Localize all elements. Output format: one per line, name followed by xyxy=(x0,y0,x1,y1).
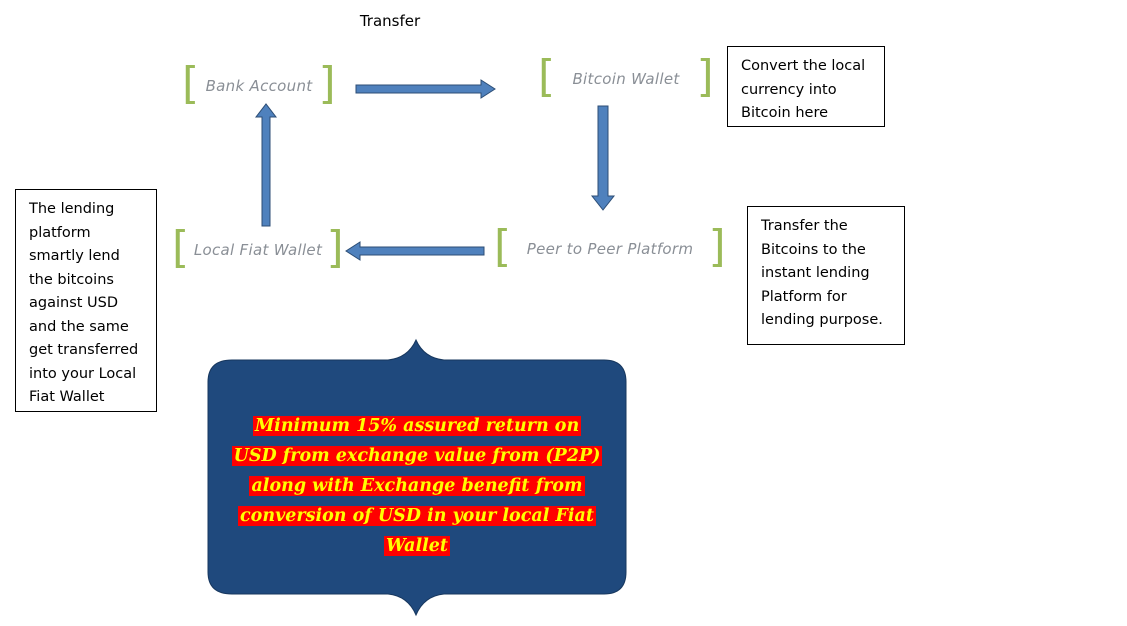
note-transfer-bitcoins: Transfer the Bitcoins to the instant len… xyxy=(747,206,905,345)
node-bitcoin-wallet: [ Bitcoin Wallet ] xyxy=(538,55,714,101)
bracket-right: ] xyxy=(326,222,344,274)
bracket-right: ] xyxy=(696,51,714,103)
note-line: the bitcoins xyxy=(29,271,114,288)
bracket-right: ] xyxy=(708,221,726,273)
note-line: Platform for xyxy=(761,288,847,305)
arrow-bitcoin-to-p2p xyxy=(590,105,616,211)
note-line: lending purpose. xyxy=(761,312,883,328)
node-label: Local Fiat Wallet xyxy=(193,241,323,259)
node-local-fiat-wallet: [ Local Fiat Wallet ] xyxy=(172,226,344,272)
arrow-bank-to-bitcoin xyxy=(355,79,496,99)
note-line: currency into xyxy=(741,81,837,98)
note-line: smartly lend xyxy=(29,248,120,264)
bracket-right: ] xyxy=(318,58,336,110)
callout-line: along with Exchange benefit from xyxy=(249,476,585,496)
note-line: and the same xyxy=(29,318,129,335)
node-peer-to-peer-platform: [ Peer to Peer Platform ] xyxy=(494,225,726,272)
note-line: instant lending xyxy=(761,265,870,281)
callout-line: USD from exchange value from (P2P) xyxy=(231,446,603,466)
note-convert-currency: Convert the local currency into Bitcoin … xyxy=(727,46,885,127)
callout-line: Wallet xyxy=(384,536,450,556)
diagram-title: Transfer xyxy=(359,12,421,30)
bracket-left: [ xyxy=(538,51,556,103)
callout-line: conversion of USD in your local Fiat xyxy=(238,506,596,526)
note-line: Fiat Wallet xyxy=(29,389,105,405)
node-label: Bank Account xyxy=(205,77,313,95)
bracket-left: [ xyxy=(182,58,200,110)
bracket-left: [ xyxy=(172,222,190,274)
note-line: Convert the local xyxy=(741,58,866,74)
arrow-fiat-to-bank xyxy=(254,103,278,227)
note-line: get transferred xyxy=(29,342,139,358)
note-line: Transfer the xyxy=(761,218,848,234)
callout-line: Minimum 15% assured return on xyxy=(252,416,582,436)
arrow-p2p-to-fiat xyxy=(345,241,485,261)
node-bank-account: [ Bank Account ] xyxy=(182,62,336,106)
note-line: Bitcoins to the xyxy=(761,241,866,258)
note-lending-platform: The lending platform smartly lend the bi… xyxy=(15,189,157,412)
node-label: Bitcoin Wallet xyxy=(572,70,680,88)
node-label: Peer to Peer Platform xyxy=(526,240,694,258)
note-line: The lending xyxy=(29,201,115,217)
note-line: into your Local xyxy=(29,365,137,382)
callout-text: Minimum 15% assured return on USD from e… xyxy=(214,411,620,561)
note-line: Bitcoin here xyxy=(741,105,829,121)
bracket-left: [ xyxy=(494,221,512,273)
note-line: platform xyxy=(29,224,91,241)
note-line: against USD xyxy=(29,295,119,311)
